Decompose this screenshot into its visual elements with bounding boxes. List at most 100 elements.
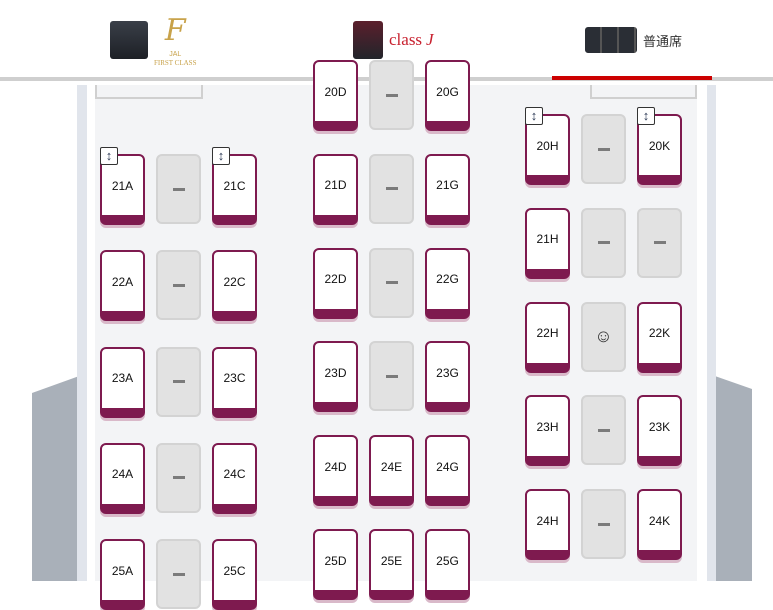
seat-label: 21D	[324, 178, 347, 193]
seat-21D[interactable]: 21D	[313, 153, 358, 225]
seat-label: 24A	[111, 467, 134, 482]
seat-label: 21G	[436, 178, 459, 193]
right-wing	[712, 375, 752, 581]
unavailable-seat	[581, 207, 626, 278]
seat-20H[interactable]: 20H↕	[525, 107, 570, 185]
dash-icon	[172, 476, 185, 480]
left-wing	[32, 375, 82, 581]
unavailable-seat	[369, 60, 414, 130]
seat-23K[interactable]: 23K	[637, 395, 682, 467]
dash-icon	[653, 241, 666, 245]
dash-icon	[172, 572, 185, 576]
seat-label: 25D	[324, 553, 347, 568]
seat-21C[interactable]: 21C↕	[212, 147, 257, 225]
logo-letter: F	[164, 12, 186, 48]
seat-24H[interactable]: 24H	[525, 489, 570, 561]
dash-icon	[597, 241, 610, 245]
seat-label: 24G	[436, 459, 459, 474]
dash-icon	[597, 522, 610, 526]
recline-icon: ↕	[525, 107, 543, 125]
tab-first-class[interactable]: F JAL FIRST CLASS	[110, 8, 196, 72]
seat-label: 22C	[223, 274, 246, 289]
active-tab-indicator	[552, 76, 712, 80]
unavailable-seat	[369, 247, 414, 318]
first-class-logo: F JAL FIRST CLASS	[154, 13, 196, 68]
seat-24D[interactable]: 24D	[313, 435, 358, 507]
seat-21G[interactable]: 21G	[425, 153, 470, 225]
seat-25E[interactable]: 25E	[369, 529, 414, 600]
seat-23A[interactable]: 23A	[100, 346, 145, 418]
seat-24G[interactable]: 24G	[425, 435, 470, 507]
seat-label: 22K	[648, 326, 671, 341]
class-j-label: class	[389, 30, 423, 49]
economy-label: 普通席	[643, 33, 683, 49]
seat-label: 24E	[380, 459, 403, 474]
logo-jal: JAL	[169, 50, 182, 58]
logo-text: FIRST CLASS	[154, 58, 197, 67]
seat-label: 24H	[536, 513, 559, 528]
seat-label: 24C	[223, 467, 246, 482]
seat-20D[interactable]: 20D	[313, 60, 358, 131]
seat-22G[interactable]: 22G	[425, 247, 470, 319]
seat-label: 23H	[536, 419, 559, 434]
seat-label: 20D	[324, 84, 347, 99]
unavailable-seat	[581, 395, 626, 466]
seat-25C[interactable]: 25C	[212, 539, 257, 610]
seat-21A[interactable]: 21A ↕	[100, 147, 145, 225]
recline-icon: ↕	[100, 147, 118, 165]
seat-22D[interactable]: 22D	[313, 247, 358, 319]
seat-22A[interactable]: 22A	[100, 250, 145, 322]
seat-label: 22D	[324, 272, 347, 287]
seat-label: 25G	[436, 553, 459, 568]
seat-23G[interactable]: 23G	[425, 341, 470, 413]
seat-label: 22A	[111, 274, 134, 289]
unavailable-seat	[637, 207, 682, 278]
seat-24E[interactable]: 24E	[369, 435, 414, 507]
seat-25A[interactable]: 25A	[100, 539, 145, 610]
unavailable-seat	[581, 114, 626, 184]
seat-25G[interactable]: 25G	[425, 529, 470, 600]
seat-24K[interactable]: 24K	[637, 489, 682, 561]
unavailable-seat	[156, 346, 201, 417]
seat-label: 23D	[324, 365, 347, 380]
seat-23H[interactable]: 23H	[525, 395, 570, 467]
recline-icon: ↕	[212, 147, 230, 165]
seat-label: 25E	[380, 553, 403, 568]
seat-label: 22G	[436, 272, 459, 287]
seat-label: 23G	[436, 365, 459, 380]
seat-24A[interactable]: 24A	[100, 442, 145, 514]
dash-icon	[172, 283, 185, 287]
seat-22K[interactable]: 22K	[637, 301, 682, 373]
tab-economy[interactable]: 普通席	[585, 8, 682, 72]
seat-21H[interactable]: 21H	[525, 207, 570, 279]
seat-23D[interactable]: 23D	[313, 341, 358, 413]
seat-22C[interactable]: 22C	[212, 250, 257, 322]
seat-25D[interactable]: 25D	[313, 529, 358, 600]
dash-icon	[385, 281, 398, 285]
seat-22H[interactable]: 22H	[525, 301, 570, 373]
first-class-seat-image	[110, 21, 148, 59]
seat-label: 21H	[536, 232, 559, 247]
unavailable-seat	[156, 154, 201, 224]
seat-label: 22H	[536, 326, 559, 341]
class-j-seat-image	[353, 21, 383, 59]
dash-icon	[385, 187, 398, 191]
bassinet-position: ☺	[581, 301, 626, 372]
recline-icon: ↕	[637, 107, 655, 125]
seat-label: 20G	[436, 84, 459, 99]
unavailable-seat	[369, 153, 414, 224]
seat-label: 20K	[648, 138, 671, 153]
unavailable-seat	[581, 489, 626, 560]
seat-23C[interactable]: 23C	[212, 346, 257, 418]
seat-label: 23C	[223, 371, 246, 386]
seat-24C[interactable]: 24C	[212, 442, 257, 514]
seat-20G[interactable]: 20G	[425, 60, 470, 131]
seat-20K[interactable]: 20K ↕	[637, 107, 682, 185]
baby-icon: ☺	[594, 326, 613, 347]
seat-label: 21A	[111, 178, 134, 193]
unavailable-seat	[156, 442, 201, 513]
seat-label: 25C	[223, 563, 246, 578]
dash-icon	[385, 374, 398, 378]
